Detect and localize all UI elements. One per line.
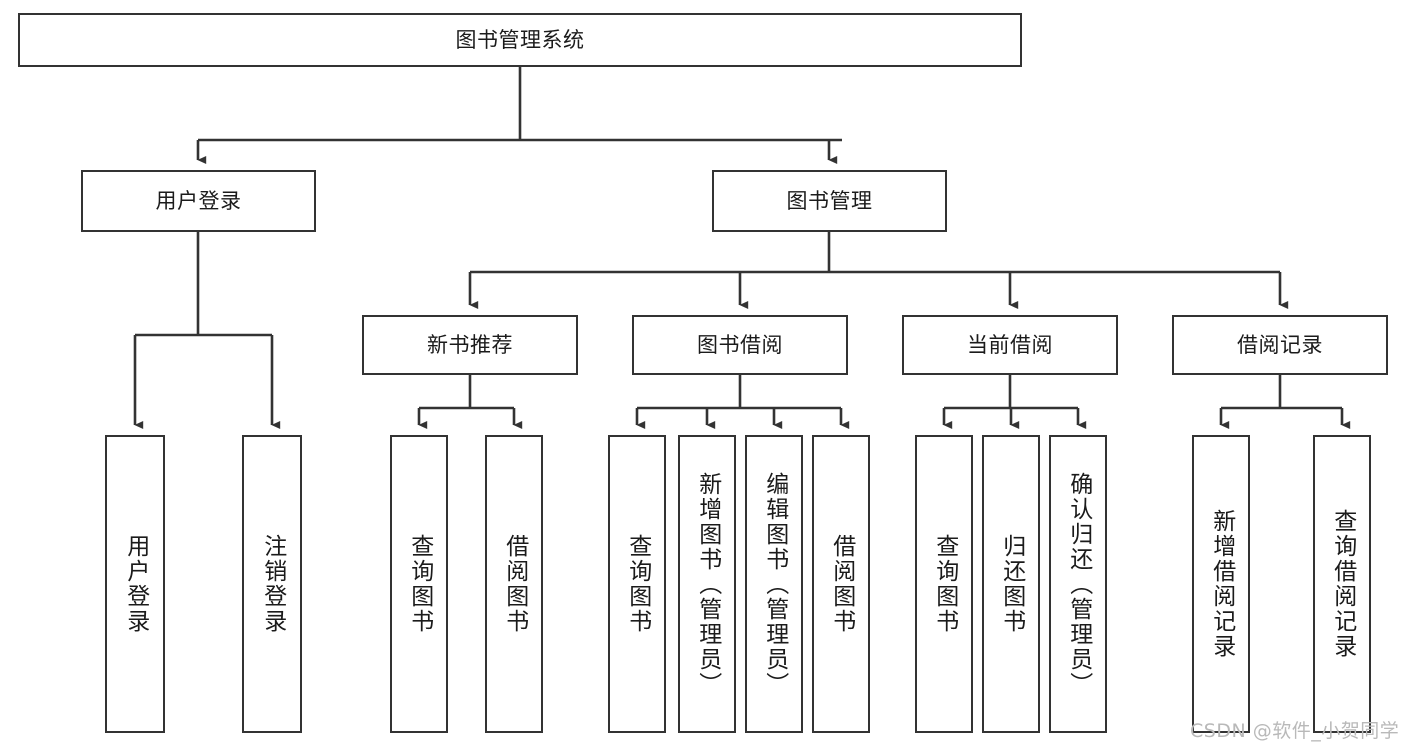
node-leaf-confirm-return-admin[interactable]: 确认归还（管理员） — [1049, 435, 1107, 733]
node-new-book-recommend[interactable]: 新书推荐 — [362, 315, 578, 375]
node-leaf-query-book-borrow[interactable]: 查询图书 — [608, 435, 666, 733]
node-current-borrow-label: 当前借阅 — [967, 332, 1053, 357]
node-leaf-borrow-book-label: 借阅图书 — [828, 534, 855, 634]
node-leaf-return-book-label: 归还图书 — [998, 534, 1025, 634]
node-book-manage[interactable]: 图书管理 — [712, 170, 947, 232]
node-leaf-user-login[interactable]: 用户登录 — [105, 435, 165, 733]
node-leaf-return-book[interactable]: 归还图书 — [982, 435, 1040, 733]
node-leaf-query-book-current-label: 查询图书 — [931, 534, 958, 634]
node-leaf-user-logout[interactable]: 注销登录 — [242, 435, 302, 733]
node-leaf-query-book-borrow-label: 查询图书 — [624, 534, 651, 634]
node-user-login-label: 用户登录 — [155, 188, 242, 213]
node-user-login[interactable]: 用户登录 — [81, 170, 316, 232]
node-book-borrow-label: 图书借阅 — [697, 332, 783, 357]
node-leaf-query-book-current[interactable]: 查询图书 — [915, 435, 973, 733]
node-leaf-add-borrow-record[interactable]: 新增借阅记录 — [1192, 435, 1250, 733]
node-leaf-query-book-rec[interactable]: 查询图书 — [390, 435, 448, 733]
node-leaf-add-borrow-record-label: 新增借阅记录 — [1208, 509, 1235, 659]
node-leaf-add-book-admin-label: 新增图书（管理员） — [694, 471, 721, 697]
csdn-watermark: CSDN @软件_小贺同学 — [1190, 720, 1400, 742]
node-leaf-confirm-return-admin-label: 确认归还（管理员） — [1065, 471, 1092, 697]
node-root[interactable]: 图书管理系统 — [18, 13, 1022, 67]
node-leaf-edit-book-admin-label: 编辑图书（管理员） — [761, 471, 788, 697]
node-current-borrow[interactable]: 当前借阅 — [902, 315, 1118, 375]
node-leaf-borrow-book-rec[interactable]: 借阅图书 — [485, 435, 543, 733]
node-leaf-user-logout-label: 注销登录 — [259, 534, 286, 634]
node-leaf-edit-book-admin[interactable]: 编辑图书（管理员） — [745, 435, 803, 733]
node-new-book-recommend-label: 新书推荐 — [427, 332, 513, 357]
node-leaf-add-book-admin[interactable]: 新增图书（管理员） — [678, 435, 736, 733]
node-root-label: 图书管理系统 — [455, 27, 585, 52]
node-leaf-borrow-book-rec-label: 借阅图书 — [501, 534, 528, 634]
node-borrow-record-label: 借阅记录 — [1237, 332, 1323, 357]
node-borrow-record[interactable]: 借阅记录 — [1172, 315, 1388, 375]
node-leaf-query-borrow-record-label: 查询借阅记录 — [1329, 509, 1356, 659]
node-leaf-user-login-label: 用户登录 — [122, 534, 149, 634]
node-book-manage-label: 图书管理 — [786, 188, 873, 213]
node-leaf-query-borrow-record[interactable]: 查询借阅记录 — [1313, 435, 1371, 733]
node-leaf-borrow-book[interactable]: 借阅图书 — [812, 435, 870, 733]
node-leaf-query-book-rec-label: 查询图书 — [406, 534, 433, 634]
node-book-borrow[interactable]: 图书借阅 — [632, 315, 848, 375]
